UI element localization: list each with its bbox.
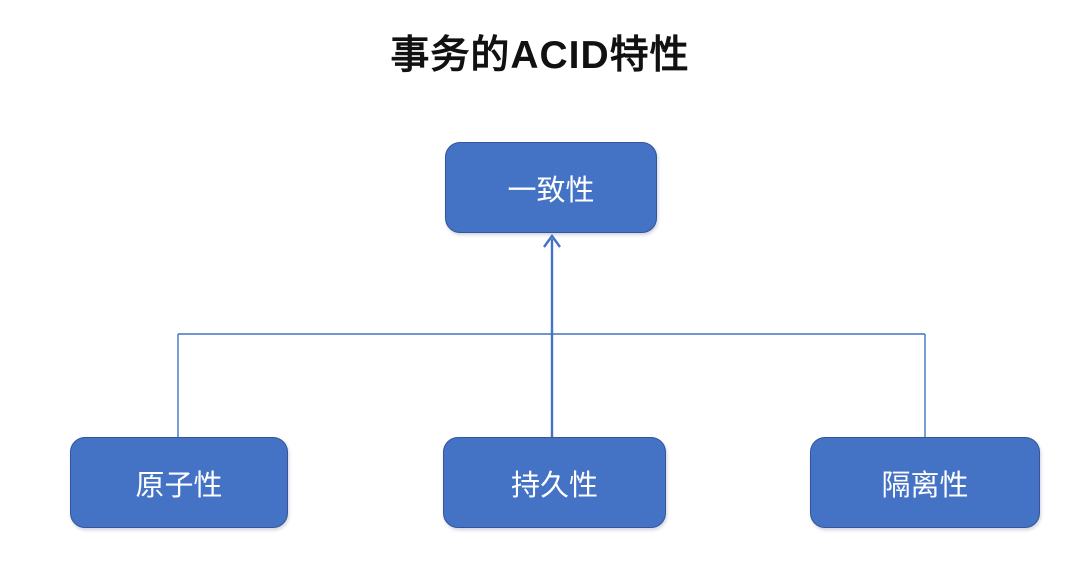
node-isolation: 隔离性 xyxy=(810,437,1040,528)
arrowhead-up-icon xyxy=(543,233,561,248)
node-atomicity: 原子性 xyxy=(70,437,288,528)
node-durability-label: 持久性 xyxy=(510,469,598,502)
node-durability: 持久性 xyxy=(443,437,666,528)
node-isolation-label: 隔离性 xyxy=(881,469,969,502)
node-atomicity-label: 原子性 xyxy=(135,469,223,502)
node-consistency-label: 一致性 xyxy=(507,174,595,207)
diagram-title: 事务的ACID特性 xyxy=(390,34,690,77)
node-consistency: 一致性 xyxy=(445,142,657,233)
